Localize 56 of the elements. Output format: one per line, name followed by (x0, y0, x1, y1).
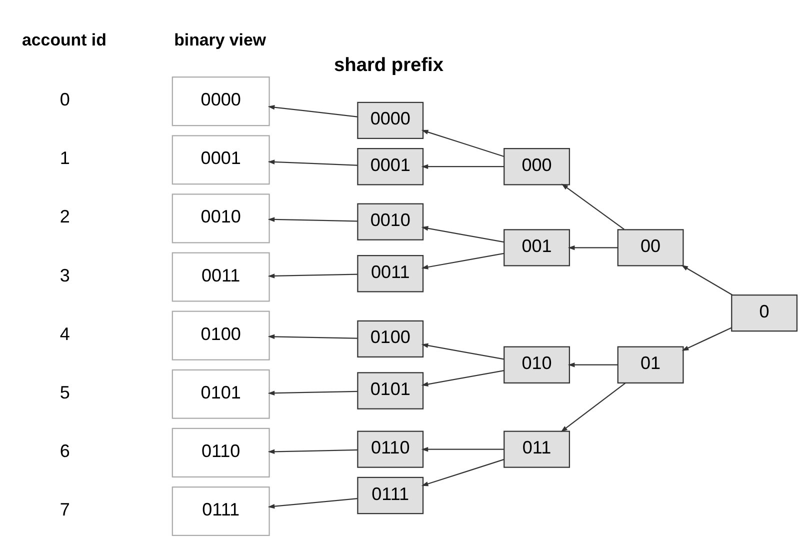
node-box: 0111 (172, 486, 270, 536)
node-box: 00 (617, 229, 684, 266)
node-box: 0101 (357, 372, 424, 410)
arrow (568, 362, 618, 368)
node-box: 0100 (357, 320, 424, 358)
label: 4 (60, 324, 70, 344)
arrow (268, 334, 358, 339)
arrow (268, 104, 358, 118)
node-box: 011 (504, 430, 570, 468)
label: shard prefix (334, 54, 444, 76)
label: 3 (60, 265, 70, 286)
node-box: 0110 (172, 428, 270, 478)
node-box: 01 (617, 346, 684, 384)
arrow (421, 130, 504, 158)
label: 2 (60, 206, 70, 227)
arrow (421, 458, 504, 486)
arrow (561, 184, 624, 230)
node-box: 0111 (357, 476, 424, 514)
label: 1 (60, 148, 70, 168)
arrow (682, 327, 732, 351)
node-box: 0000 (357, 102, 424, 140)
node-box: 0010 (357, 203, 424, 240)
node-box: 0000 (172, 76, 270, 126)
node-box: 0100 (172, 310, 270, 360)
label: 5 (60, 382, 70, 402)
label: binary view (174, 30, 266, 50)
arrow (421, 446, 504, 452)
node-box: 0011 (172, 252, 270, 302)
arrow (268, 498, 358, 509)
label: 6 (60, 440, 70, 461)
node-box: 001 (504, 229, 570, 266)
node-box: 0101 (172, 369, 270, 419)
arrow (268, 390, 358, 396)
node-box: 0001 (357, 148, 424, 186)
label: 7 (60, 500, 70, 520)
arrow (268, 160, 358, 166)
node-box: 0001 (172, 135, 270, 185)
label: 0 (60, 90, 70, 110)
label: account id (22, 30, 106, 50)
arrow (560, 382, 626, 432)
arrow (268, 217, 358, 222)
arrow (421, 370, 504, 387)
arrow (568, 245, 618, 250)
arrow (421, 164, 504, 169)
arrow (268, 449, 358, 454)
node-box: 0 (731, 294, 798, 332)
node-box: 0011 (357, 255, 424, 292)
arrow (421, 226, 504, 243)
node-box: 0010 (172, 194, 270, 244)
arrow (421, 343, 504, 360)
arrow (268, 274, 358, 278)
node-box: 0110 (357, 430, 424, 468)
arrow (681, 265, 733, 296)
arrow (421, 252, 504, 270)
node-box: 010 (504, 346, 570, 384)
node-box: 000 (504, 148, 570, 186)
